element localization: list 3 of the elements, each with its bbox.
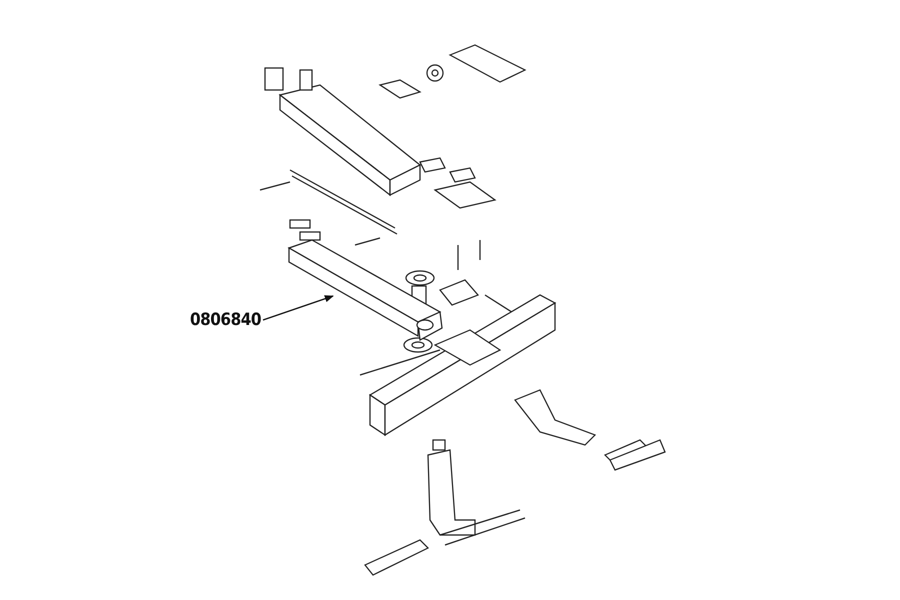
part-number: 0806840 [190,310,261,330]
lift-arm-drawing [288,239,443,341]
leader-line [262,295,334,321]
